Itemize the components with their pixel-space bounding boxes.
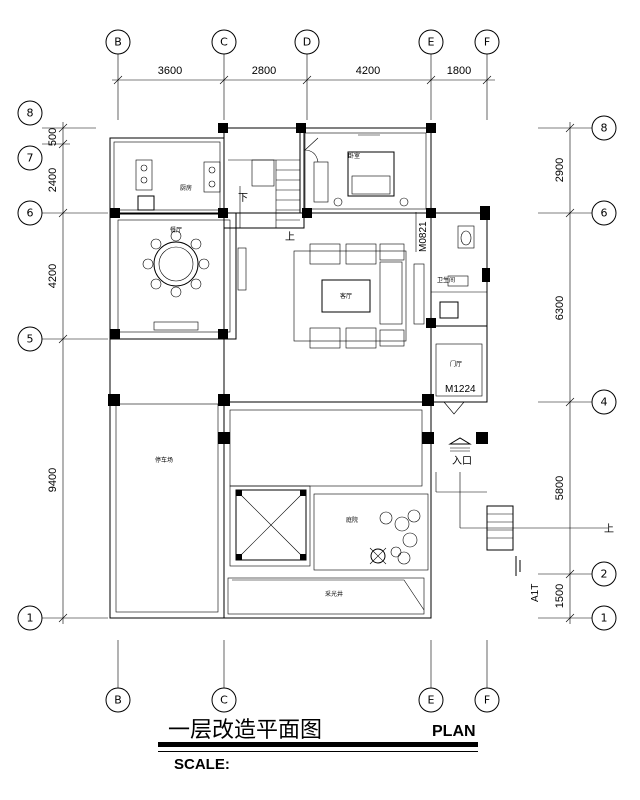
axis-label-top-b: B xyxy=(114,36,122,49)
dim-left-3: 4200 xyxy=(47,264,59,288)
scale-label: SCALE: xyxy=(174,756,230,773)
side-note-label: A1T xyxy=(530,584,541,602)
bath-fixtures xyxy=(431,225,487,319)
room-label-hall: 门厅 xyxy=(450,360,462,368)
stair-up-label: 上 xyxy=(285,231,295,243)
axis-label-top-c: C xyxy=(220,36,228,49)
axis-label-right-1: 1 xyxy=(601,612,608,625)
stair-down-label: 下 xyxy=(238,193,248,204)
skylight xyxy=(235,489,307,561)
room-label-kitchen: 厨房 xyxy=(180,184,192,192)
axis-label-bottom-e: E xyxy=(428,694,435,707)
entrance-steps xyxy=(435,437,608,551)
door-m0821-label: M0821 xyxy=(418,221,429,252)
dim-top-2: 2800 xyxy=(252,65,276,77)
axis-label-right-6: 6 xyxy=(601,207,608,220)
door-m1224-label: M1224 xyxy=(445,384,476,395)
dim-top-1: 3600 xyxy=(158,65,182,77)
dim-left-2: 2400 xyxy=(47,168,59,192)
axis-label-left-6: 6 xyxy=(27,207,34,220)
plan-label: PLAN xyxy=(432,723,476,740)
dim-right-1: 2900 xyxy=(554,158,566,182)
dim-left-4: 9400 xyxy=(47,468,59,492)
structural-columns xyxy=(108,123,490,444)
room-label-dining: 餐厅 xyxy=(170,226,182,234)
dim-right-4: 1500 xyxy=(554,584,566,608)
right-axis-bubbles: 8 6 4 2 1 xyxy=(538,115,617,631)
kitchen-fixtures xyxy=(135,159,221,211)
axis-label-bottom-f: F xyxy=(484,694,490,707)
axis-label-top-d: D xyxy=(303,36,311,49)
dim-right-3: 5800 xyxy=(554,476,566,500)
top-axis-bubbles: B C D E F xyxy=(105,29,500,120)
stairs xyxy=(228,159,300,228)
bottom-axis-bubbles: B C E F xyxy=(105,640,500,713)
room-label-bedroom: 卧室 xyxy=(348,152,360,160)
living-furniture xyxy=(293,243,425,349)
garden-plants xyxy=(232,509,425,611)
axis-label-bottom-c: C xyxy=(220,694,228,707)
axis-label-left-1: 1 xyxy=(27,612,34,625)
entrance-up-label: 上 xyxy=(604,523,614,535)
room-label-bath: 卫生间 xyxy=(437,276,455,284)
right-dimension-chain: 2900 6300 5800 1500 xyxy=(554,122,575,624)
axis-label-left-7: 7 xyxy=(27,152,34,165)
dim-left-1: 500 xyxy=(47,128,59,146)
dim-top-3: 4200 xyxy=(356,65,380,77)
axis-label-bottom-b: B xyxy=(114,694,122,707)
axis-label-right-8: 8 xyxy=(601,122,608,135)
room-label-sunroom: 采光井 xyxy=(325,590,343,598)
building-walls xyxy=(109,127,488,619)
axis-label-right-4: 4 xyxy=(601,396,608,409)
axis-label-left-8: 8 xyxy=(27,107,34,120)
axis-label-left-5: 5 xyxy=(27,333,34,346)
axis-label-top-e: E xyxy=(428,36,435,49)
axis-label-top-f: F xyxy=(484,36,490,49)
drawing-title: 一层改造平面图 xyxy=(168,718,323,743)
entrance-label: 入口 xyxy=(452,456,472,467)
bedroom-furniture xyxy=(304,134,409,207)
room-label-parking: 停车场 xyxy=(155,456,173,464)
dim-top-4: 1800 xyxy=(447,65,471,77)
dining-table xyxy=(142,230,247,331)
title-underline-thin xyxy=(158,751,478,752)
title-underline-thick xyxy=(158,742,478,747)
left-dimension-chain: 500 2400 4200 9400 xyxy=(47,122,68,624)
top-dimension-chain: 3600 2800 4200 1800 xyxy=(112,65,495,85)
door-swings xyxy=(303,149,465,415)
room-label-garden: 庭院 xyxy=(346,516,358,524)
dim-right-2: 6300 xyxy=(554,296,566,320)
left-axis-bubbles: 8 7 6 5 1 xyxy=(17,100,108,631)
level-marker xyxy=(515,556,521,576)
axis-label-right-2: 2 xyxy=(601,568,608,581)
room-label-living: 客厅 xyxy=(340,292,352,300)
